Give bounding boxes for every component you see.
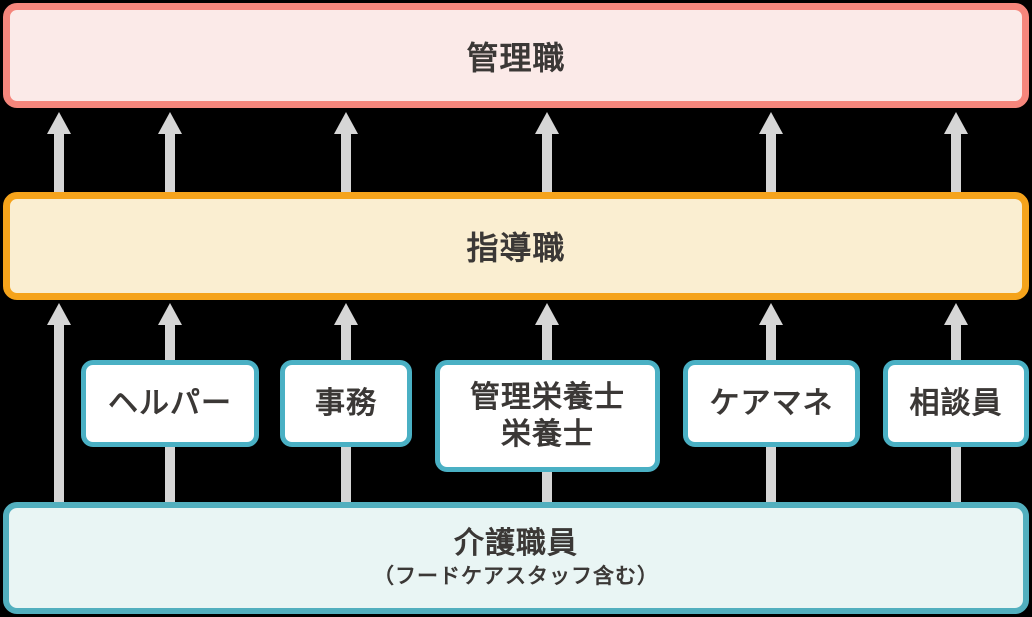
management-level-label: 管理職 [466, 39, 566, 76]
role-label: ケアマネ [709, 386, 834, 420]
up-arrow [158, 112, 182, 193]
role-box-care-manager: ケアマネ [683, 360, 860, 447]
up-arrow [759, 112, 783, 193]
care-staff-level-label: 介護職員 [454, 527, 578, 560]
management-level-bar: 管理職 [3, 3, 1029, 108]
role-label: 管理栄養士 [470, 380, 625, 414]
care-staff-level-bar: 介護職員 （フードケアスタッフ含む） [3, 502, 1029, 614]
up-arrow [47, 112, 71, 193]
role-label: 相談員 [909, 386, 1003, 420]
role-box-counselor: 相談員 [883, 360, 1029, 447]
role-label: ヘルパー [108, 386, 232, 420]
role-box-office-work: 事務 [280, 360, 412, 447]
supervisor-level-bar: 指導職 [3, 192, 1029, 300]
role-box-helper: ヘルパー [81, 360, 259, 447]
up-arrow [47, 303, 71, 502]
care-staff-level-sublabel: （フードケアスタッフ含む） [373, 565, 659, 588]
up-arrow [334, 112, 358, 193]
role-label-line2: 栄養士 [501, 418, 594, 451]
up-arrow [535, 112, 559, 193]
role-box-dietitian: 管理栄養士 栄養士 [435, 360, 660, 472]
up-arrow [944, 112, 968, 193]
supervisor-level-label: 指導職 [466, 230, 566, 266]
role-label: 事務 [315, 386, 377, 420]
